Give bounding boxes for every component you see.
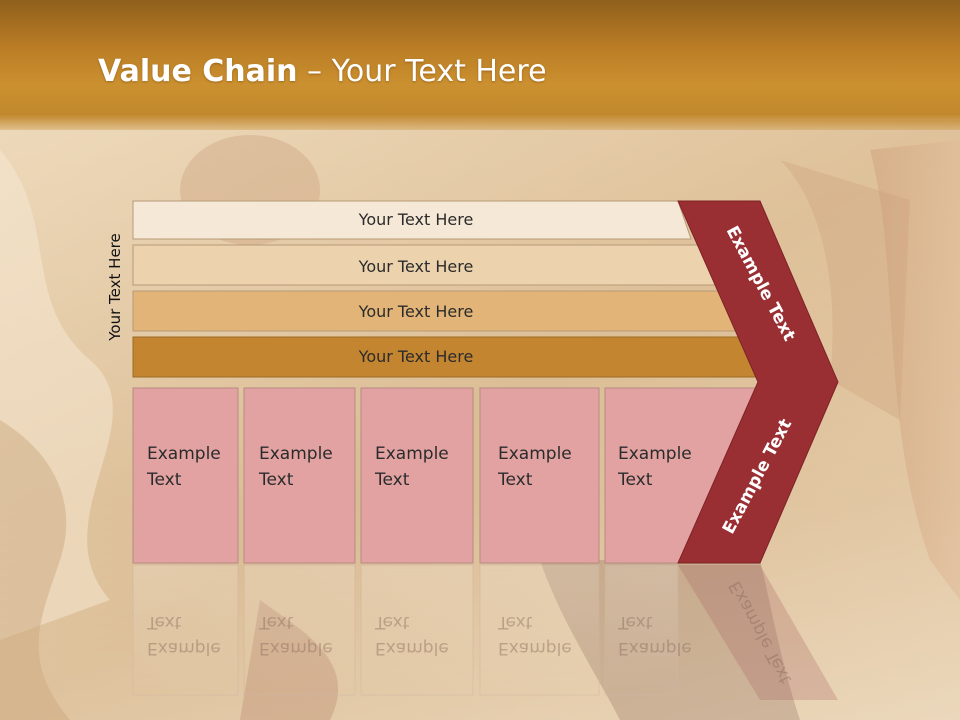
box-2-line2: Text <box>258 470 294 490</box>
box-5-line1: Example <box>618 444 692 464</box>
bar-3-label: Your Text Here <box>358 302 474 321</box>
reflection <box>132 564 838 700</box>
bar-1-label: Your Text Here <box>358 210 474 229</box>
reflection-text: Example <box>618 638 692 658</box>
box-reflection <box>360 564 474 696</box>
box-4-line1: Example <box>498 444 572 464</box>
box-1-line2: Text <box>146 470 182 490</box>
chevron-reflection <box>678 565 838 700</box>
reflection-text: Text <box>258 612 294 632</box>
title-band <box>0 0 960 130</box>
reflection-text: Example <box>498 638 572 658</box>
box-reflection <box>243 564 356 696</box>
box-4-line2: Text <box>497 470 533 490</box>
chevron <box>677 200 839 564</box>
reflection-text: Example <box>375 638 449 658</box>
box-reflection <box>604 564 679 696</box>
slide-title: Value Chain – Your Text Here <box>98 54 547 89</box>
bar-2-label: Your Text Here <box>358 257 474 276</box>
box-2 <box>243 387 356 564</box>
box-reflection <box>132 564 239 696</box>
box-3 <box>360 387 474 564</box>
box-1 <box>132 387 239 564</box>
bar-4-label: Your Text Here <box>358 347 474 366</box>
bar-1 <box>132 200 692 240</box>
box-reflection <box>479 564 600 696</box>
box-3-line1: Example <box>375 444 449 464</box>
box-5-line2: Text <box>617 470 653 490</box>
reflection-text: Text <box>374 612 410 632</box>
title-rest: – Your Text Here <box>297 54 547 89</box>
title-bold: Value Chain <box>98 54 298 89</box>
box-3-line2: Text <box>374 470 410 490</box>
box-1-line1: Example <box>147 444 221 464</box>
reflection-text: Text <box>497 612 533 632</box>
reflection-text: Example <box>147 638 221 658</box>
box-4 <box>479 387 600 564</box>
box-2-line1: Example <box>259 444 333 464</box>
reflection-text: Example <box>259 638 333 658</box>
reflection-text: Text <box>617 612 653 632</box>
reflection-text: Text <box>146 612 182 632</box>
